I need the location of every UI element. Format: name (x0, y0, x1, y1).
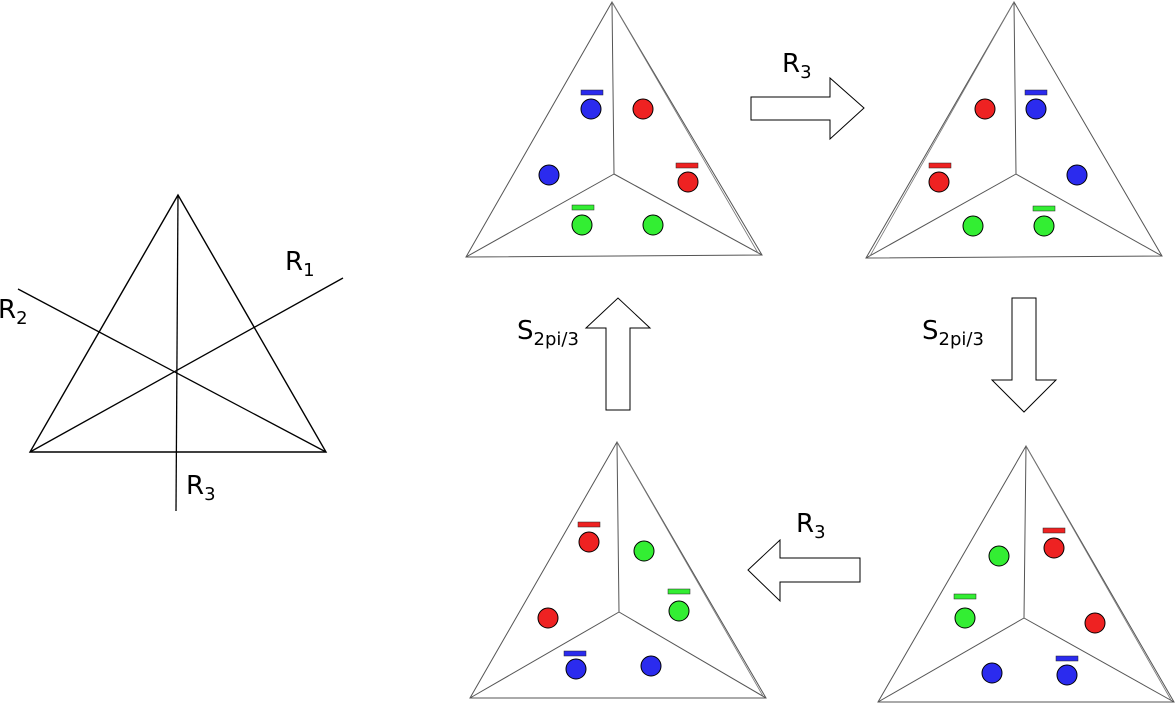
ball-green (962, 215, 984, 237)
reference-triangle (28, 193, 328, 453)
axis-r1 (29, 277, 344, 453)
arrow-label-right: S2pi/3 (922, 316, 984, 350)
bar-marker-red (1042, 527, 1066, 534)
bar-marker-red (577, 521, 601, 528)
ball-red (1084, 612, 1106, 634)
tetrahedron-bottom-left (469, 441, 767, 699)
arrow-down-icon (990, 297, 1058, 413)
ball-blue (538, 164, 560, 186)
ball-red (537, 607, 559, 629)
arrow-label-top: R3 (782, 49, 812, 83)
arrow-left-icon (747, 538, 861, 603)
ball-green (954, 607, 976, 629)
label-r1: R1 (285, 247, 315, 281)
ball-green (633, 540, 655, 562)
bar-marker-green (571, 204, 595, 211)
arrow-right-icon (750, 76, 865, 141)
bar-marker-green (667, 588, 691, 595)
tetrahedron-top-left (465, 1, 763, 258)
arrow-label-left: S2pi/3 (517, 316, 579, 350)
axis-r2 (17, 288, 327, 453)
ball-red (1043, 537, 1065, 559)
reference-triangle-group: R1 R2 R3 (0, 193, 344, 512)
ball-blue (580, 98, 602, 120)
arrow-right-down: S2pi/3 (922, 297, 1058, 413)
ball-red (974, 98, 996, 120)
ball-green (988, 545, 1010, 567)
tetrahedron-top-right (865, 1, 1163, 259)
ball-blue (981, 662, 1003, 684)
ball-green (668, 600, 690, 622)
label-r3: R3 (186, 471, 216, 505)
bar-marker-blue (1055, 655, 1079, 662)
ball-blue (1056, 664, 1078, 686)
ball-blue (1025, 98, 1047, 120)
ball-blue (565, 658, 587, 680)
arrow-bottom-left: R3 (747, 509, 861, 603)
ball-green (571, 214, 593, 236)
bar-marker-red (928, 162, 952, 169)
ball-green (642, 214, 664, 236)
arrow-top-right: R3 (750, 49, 865, 141)
bar-marker-blue (580, 89, 604, 96)
bar-marker-green (1032, 205, 1056, 212)
arrow-left-up: S2pi/3 (517, 297, 652, 411)
axis-r3 (175, 194, 179, 512)
ball-red (928, 171, 950, 193)
ball-blue (640, 655, 662, 677)
label-r2: R2 (0, 295, 28, 329)
ball-red (578, 531, 600, 553)
ball-red (632, 98, 654, 120)
bar-marker-blue (1024, 89, 1048, 96)
bar-marker-green (953, 593, 977, 600)
arrow-up-icon (584, 297, 652, 411)
ball-blue (1066, 164, 1088, 186)
ball-green (1033, 215, 1055, 237)
bar-marker-blue (563, 650, 587, 657)
arrow-label-bottom: R3 (796, 509, 826, 543)
bar-marker-red (675, 162, 699, 169)
ball-red (677, 171, 699, 193)
tetrahedron-bottom-right (877, 445, 1175, 703)
